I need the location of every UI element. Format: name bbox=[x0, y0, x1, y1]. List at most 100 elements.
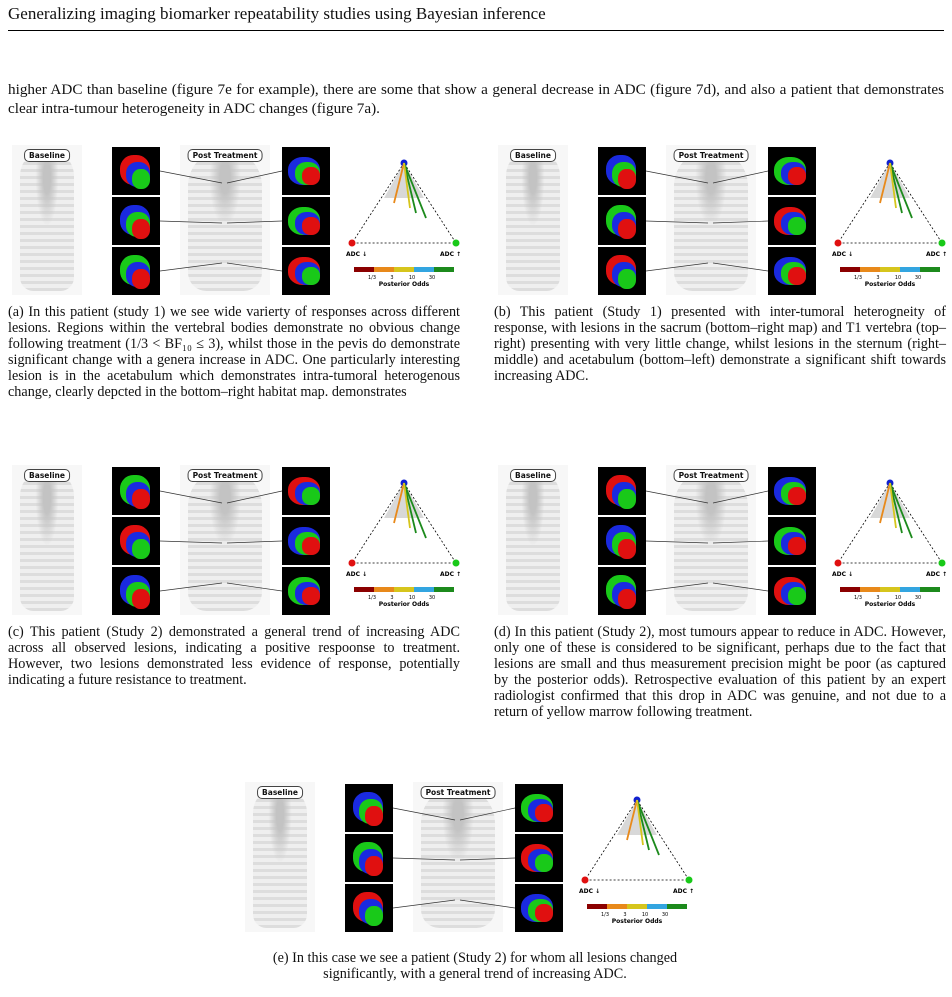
habitat-map bbox=[112, 467, 160, 515]
habitat-region bbox=[618, 269, 636, 289]
habitat-map bbox=[598, 197, 646, 245]
odds-tick-label: 1/3 bbox=[368, 275, 376, 281]
habitat-region bbox=[132, 269, 150, 289]
vertex-adc-up bbox=[938, 559, 946, 567]
habitat-map bbox=[598, 467, 646, 515]
odds-colorbar-segment bbox=[587, 904, 607, 909]
habitat-map bbox=[598, 517, 646, 565]
odds-tick-label: 1/3 bbox=[854, 275, 862, 281]
connector-line bbox=[392, 807, 456, 821]
odds-tick-label: 30 bbox=[915, 595, 921, 601]
post-treatment-label: Post Treatment bbox=[673, 149, 749, 162]
odds-colorbar-segment bbox=[607, 904, 627, 909]
connector-line bbox=[645, 262, 709, 272]
lesion-trajectory bbox=[403, 162, 427, 219]
connector-line bbox=[645, 582, 709, 592]
habitat-region bbox=[788, 487, 806, 505]
vertex-adc-down bbox=[348, 239, 356, 247]
post-treatment-scan-image: Post Treatment bbox=[180, 465, 270, 615]
connector-line bbox=[712, 490, 769, 504]
lesion-trajectory bbox=[403, 162, 411, 209]
odds-colorbar-segment bbox=[394, 267, 414, 272]
post-treatment-scan-image: Post Treatment bbox=[666, 145, 756, 295]
lesion-trajectory bbox=[393, 162, 405, 204]
habitat-region bbox=[788, 167, 806, 185]
habitat-map bbox=[282, 467, 330, 515]
odds-title: Posterior Odds bbox=[379, 281, 430, 288]
connector-line bbox=[459, 807, 516, 821]
habitat-map bbox=[598, 567, 646, 615]
odds-title: Posterior Odds bbox=[379, 601, 430, 608]
baseline-label: Baseline bbox=[510, 149, 556, 162]
habitat-map bbox=[345, 884, 393, 932]
odds-tick-label: 3 bbox=[876, 275, 879, 281]
connector-lines bbox=[645, 490, 769, 592]
habitat-map bbox=[768, 467, 816, 515]
odds-colorbar-segment bbox=[414, 587, 434, 592]
lesion-trajectory bbox=[403, 482, 427, 539]
habitat-region bbox=[788, 587, 806, 605]
lesion-trajectory bbox=[889, 162, 897, 209]
habitat-map bbox=[768, 247, 816, 295]
lesion-trajectory bbox=[403, 482, 411, 529]
odds-colorbar-segment bbox=[860, 587, 880, 592]
intro-paragraph: higher ADC than baseline (figure 7e for … bbox=[8, 81, 944, 117]
connector-line bbox=[712, 262, 769, 272]
habitat-region bbox=[788, 217, 806, 235]
odds-colorbar-segment bbox=[354, 267, 374, 272]
habitat-map bbox=[112, 197, 160, 245]
odds-tick-label: 3 bbox=[390, 595, 393, 601]
odds-colorbar-segment bbox=[647, 904, 667, 909]
connector-line bbox=[645, 490, 709, 504]
habitat-map bbox=[768, 197, 816, 245]
habitat-region bbox=[535, 854, 553, 872]
habitat-region bbox=[618, 589, 636, 609]
habitat-map bbox=[112, 517, 160, 565]
odds-tick-label: 1/3 bbox=[854, 595, 862, 601]
habitat-map bbox=[282, 517, 330, 565]
habitat-region bbox=[132, 219, 150, 239]
habitat-region bbox=[365, 806, 383, 826]
adc-down-label: ADC ↓ bbox=[346, 251, 367, 258]
body-silhouette bbox=[674, 469, 748, 611]
vertex-adc-up bbox=[685, 876, 693, 884]
adc-up-label: ADC ↑ bbox=[440, 571, 461, 578]
body-silhouette bbox=[506, 469, 560, 611]
odds-colorbar-segment bbox=[434, 267, 454, 272]
connector-line bbox=[712, 582, 769, 592]
habitat-map bbox=[282, 567, 330, 615]
odds-tick-label: 3 bbox=[623, 912, 626, 918]
habitat-map bbox=[112, 147, 160, 195]
odds-tick-label: 10 bbox=[409, 595, 415, 601]
caption-a: (a) In this patient (study 1) we see wid… bbox=[8, 304, 460, 400]
baseline-scan-image: Baseline bbox=[245, 782, 315, 932]
odds-colorbar-segment bbox=[394, 587, 414, 592]
odds-tick-label: 10 bbox=[895, 275, 901, 281]
habitat-map bbox=[768, 517, 816, 565]
adc-up-label: ADC ↑ bbox=[673, 888, 694, 895]
habitat-region bbox=[132, 489, 150, 509]
adc-down-label: ADC ↓ bbox=[832, 571, 853, 578]
connector-line bbox=[712, 170, 769, 184]
connector-line bbox=[226, 540, 283, 544]
odds-colorbar-segment bbox=[354, 587, 374, 592]
vertex-adc-up bbox=[452, 559, 460, 567]
habitat-region bbox=[535, 904, 553, 922]
running-head: Generalizing imaging biomarker repeatabi… bbox=[8, 4, 546, 23]
odds-colorbar-segment bbox=[434, 587, 454, 592]
adc-down-label: ADC ↓ bbox=[832, 251, 853, 258]
connector-line bbox=[226, 170, 283, 184]
habitat-region bbox=[302, 537, 320, 555]
connector-line bbox=[159, 540, 223, 544]
odds-title: Posterior Odds bbox=[612, 918, 663, 925]
connector-line bbox=[226, 262, 283, 272]
connector-line bbox=[459, 857, 516, 861]
connector-lines bbox=[392, 807, 516, 909]
odds-colorbar-segment bbox=[414, 267, 434, 272]
odds-colorbar-segment bbox=[900, 267, 920, 272]
habitat-map bbox=[768, 147, 816, 195]
